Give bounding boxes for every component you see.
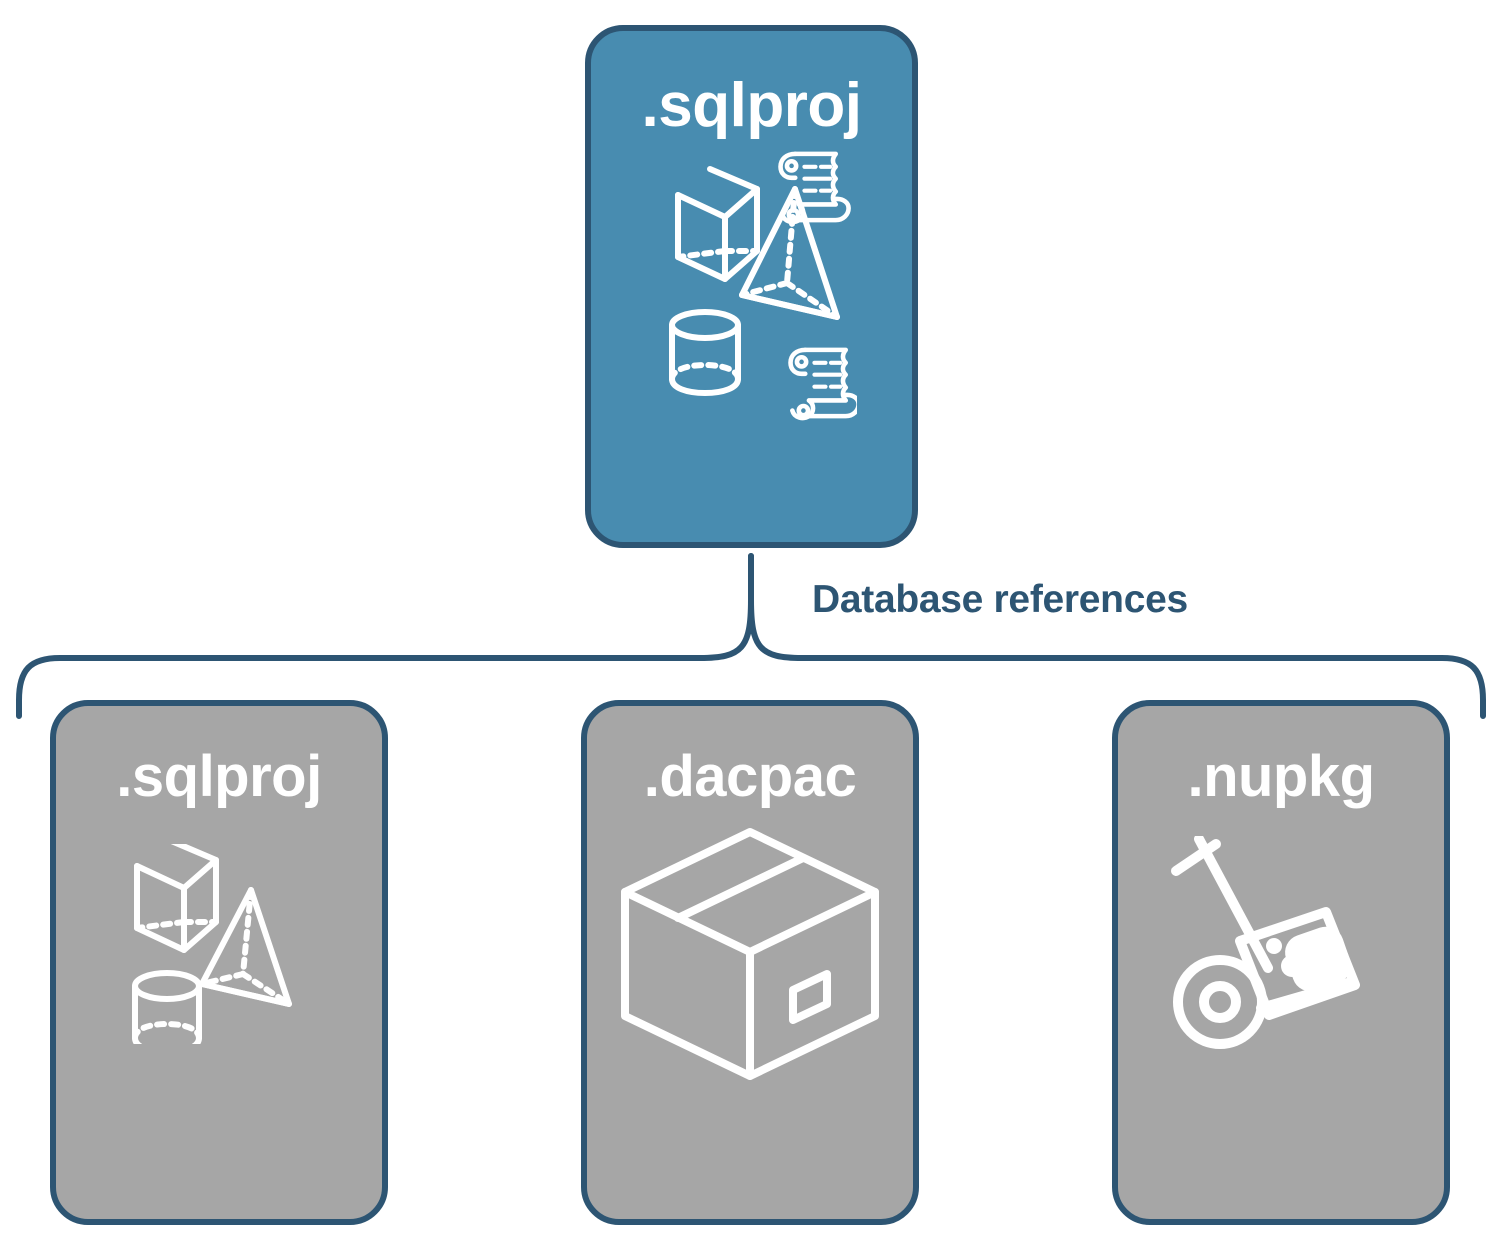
package-icon [1235,907,1360,1020]
database-objects-icon [132,844,292,1044]
node-leaf-dacpac-icon-group [587,806,913,1219]
node-leaf-nupkg-icon-group [1118,806,1444,1219]
node-leaf-nupkg-label: .nupkg [1187,744,1375,809]
node-leaf-dacpac-label: .dacpac [643,744,857,809]
wireframe-cylinder-icon [668,309,741,396]
node-leaf-dacpac[interactable]: .dacpac [581,700,919,1225]
wireframe-cylinder-icon [132,970,202,1044]
shipping-box-icon [621,828,879,1080]
curly-brace-connector [16,553,754,719]
scroll-document-icon [777,151,851,225]
curly-brace-connector-right [748,553,1486,719]
database-objects-icon [668,151,857,421]
node-root-label: .sqlproj [641,71,862,140]
scroll-document-icon [787,347,857,421]
wireframe-cube-icon [134,844,219,953]
wireframe-cube-icon [674,166,760,282]
wireframe-pyramid-icon [738,186,840,320]
node-leaf-nupkg[interactable]: .nupkg [1112,700,1450,1225]
node-root-icon-group [591,137,912,542]
wireframe-pyramid-icon [199,887,292,1007]
node-leaf-sqlproj-icon-group [56,806,382,1219]
node-leaf-sqlproj[interactable]: .sqlproj [50,700,388,1225]
connector-label: Database references [812,578,1188,621]
hand-truck-icon [1171,836,1360,1049]
node-leaf-sqlproj-label: .sqlproj [116,744,322,809]
node-root-sqlproj[interactable]: .sqlproj [585,25,918,548]
